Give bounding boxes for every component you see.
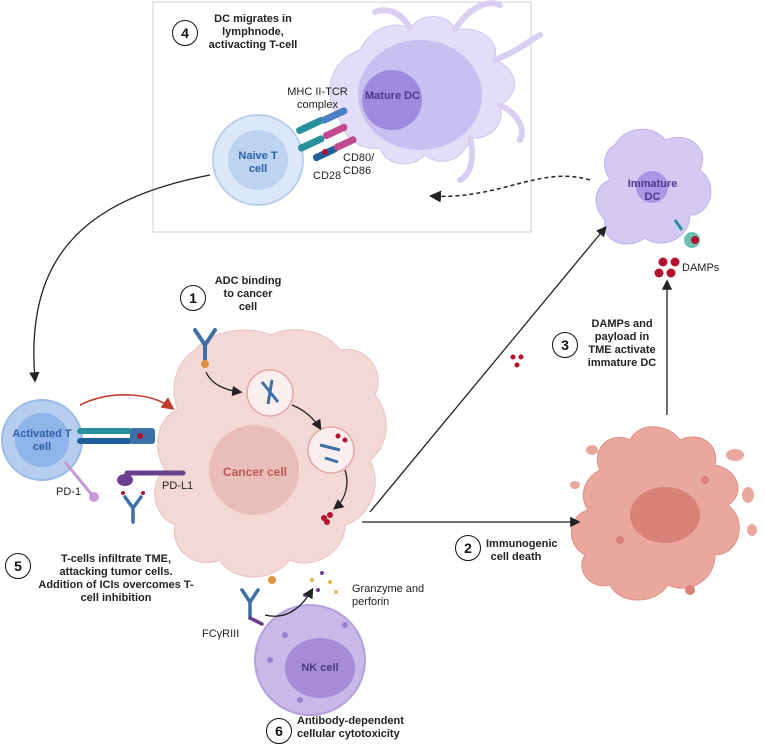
immature-dc-label: Immature DC — [627, 178, 678, 203]
pd1-label: PD-1 — [56, 486, 82, 498]
arrow-adc-internalize-1 — [205, 371, 243, 397]
arrow-nk-granzyme — [264, 587, 314, 617]
step-3-number: 3 — [552, 332, 578, 358]
cd80-label: CD80/ CD86 — [343, 152, 375, 177]
step-6-text: Antibody-dependent cellular cytotoxicity — [297, 715, 404, 740]
naive-t-cell-shape — [212, 114, 304, 206]
mature-dc-label: Mature DC — [365, 90, 421, 102]
immature-dc-shape — [595, 128, 712, 248]
damps-label: DAMPs — [682, 262, 720, 274]
step-4-text: DC migrates in lymphnode, activacting T-… — [208, 13, 298, 51]
step-2-text: Immunogenic cell death — [486, 538, 558, 563]
damps-cluster-dc — [654, 257, 680, 278]
arrow-dc-migrate — [429, 175, 591, 203]
damps-tme — [510, 354, 524, 368]
arrow-activated-to-cancer — [79, 394, 175, 410]
nk-cell-label: NK cell — [301, 662, 339, 674]
pd-l1-receptor — [117, 470, 186, 486]
step-3-text: DAMPs and payload in TME activate immatu… — [587, 318, 657, 369]
step-2-number: 2 — [455, 535, 481, 561]
step-5-text: T-cells infiltrate TME, attacking tumor … — [38, 553, 194, 604]
granzyme-label: Granzyme and perforin — [352, 583, 425, 608]
cancer-cell-label: Cancer cell — [222, 465, 288, 479]
ici-antibody — [121, 491, 145, 524]
dead-cancer-cell-shape — [570, 426, 757, 601]
mature-dc-shape — [329, 0, 543, 183]
step-4-number: 4 — [172, 20, 198, 46]
naive-t-cell-label: Naive T cell — [238, 150, 278, 175]
cd28-label: CD28 — [313, 170, 342, 182]
fcr-antibody — [240, 576, 276, 626]
step-1-number: 1 — [180, 285, 206, 311]
activated-t-cell-label: Activated T cell — [12, 428, 72, 453]
step-1-text: ADC binding to cancer cell — [214, 275, 282, 313]
arrow-naive-to-activated — [29, 174, 211, 383]
arrow-payload-to-dc — [369, 225, 607, 513]
mhc-tcr-receptors — [296, 107, 357, 162]
step-6-number: 6 — [266, 718, 292, 744]
cancer-cell-shape — [154, 329, 387, 578]
activated-t-cell-shape — [1, 399, 155, 502]
granzyme-dots — [303, 571, 338, 597]
adc-antibody — [193, 328, 217, 368]
arrow-adc-internalize-2 — [291, 404, 322, 431]
pdl1-label: PD-L1 — [162, 480, 194, 492]
fcr-label: FCγRIII — [202, 628, 240, 640]
arrow-adc-internalize-3 — [332, 469, 348, 510]
nk-cell-shape — [254, 604, 366, 716]
step-5-number: 5 — [5, 553, 31, 579]
mhc-tcr-label: MHC II-TCR complex — [287, 86, 348, 111]
